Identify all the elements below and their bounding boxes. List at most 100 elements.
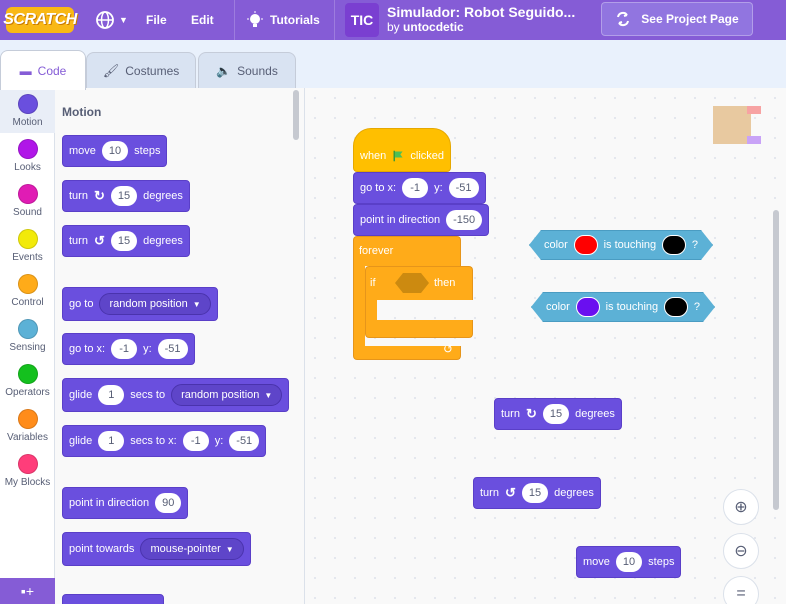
loop-arrow-icon: ↺	[443, 342, 454, 356]
degrees-input[interactable]: 15	[521, 483, 549, 503]
go-to-block[interactable]: go to random position ▼	[62, 287, 218, 321]
sprite-thumbnail-icon	[713, 106, 761, 144]
workspace-scrollbar[interactable]	[773, 210, 779, 510]
chevron-down-icon: ▼	[225, 544, 234, 554]
tutorials-button[interactable]: Tutorials	[246, 0, 320, 40]
glide-block[interactable]: glide 1 secs to random position▼	[62, 378, 290, 412]
motion-dot-icon	[17, 94, 38, 114]
category-my-blocks[interactable]: My Blocks	[0, 448, 55, 493]
partial-block[interactable]	[62, 594, 164, 604]
when-flag-clicked-block[interactable]: when clicked	[353, 128, 451, 172]
zoom-out-button[interactable]: ⊖	[723, 533, 759, 569]
code-icon: ▬	[19, 63, 32, 78]
control-dot-icon	[17, 274, 38, 294]
category-label: Sound	[13, 207, 42, 218]
block-text: go to	[69, 298, 94, 310]
dropdown-value: mouse-pointer	[150, 543, 221, 555]
go-to-dropdown[interactable]: random position ▼	[99, 293, 211, 315]
y-input[interactable]: -51	[448, 178, 479, 198]
degrees-input[interactable]: 15	[542, 404, 570, 424]
block-text: y:	[143, 343, 152, 355]
category-menu: Motion Looks Sound Events Control Sensin…	[0, 88, 55, 604]
category-looks[interactable]: Looks	[0, 133, 55, 178]
zoom-in-button[interactable]: ⊕	[723, 489, 759, 525]
tutorials-label: Tutorials	[270, 13, 320, 27]
degrees-input[interactable]: 15	[110, 231, 138, 251]
category-label: Operators	[5, 387, 50, 398]
category-variables[interactable]: Variables	[0, 403, 55, 448]
x-input[interactable]: -1	[111, 339, 138, 359]
turn-right-block[interactable]: turn ↻ 15 degrees	[494, 398, 622, 430]
edit-menu[interactable]: Edit	[191, 13, 214, 27]
towards-dropdown[interactable]: mouse-pointer ▼	[140, 538, 244, 560]
category-sound[interactable]: Sound	[0, 178, 55, 223]
see-project-label: See Project Page	[641, 12, 739, 26]
chevron-down-icon: ▼	[119, 15, 128, 25]
direction-input[interactable]: -150	[446, 210, 483, 230]
block-text: color	[544, 239, 568, 251]
color-swatch-red[interactable]	[574, 235, 598, 255]
add-extension-icon: ▪+	[20, 583, 35, 599]
zoom-reset-button[interactable]: =	[723, 576, 759, 604]
y-input[interactable]: -51	[157, 339, 188, 359]
category-events[interactable]: Events	[0, 223, 55, 268]
x-input[interactable]: -1	[402, 178, 429, 198]
turn-left-block[interactable]: turn ↺ 15 degrees	[473, 477, 601, 509]
color-swatch-black[interactable]	[662, 235, 686, 255]
category-operators[interactable]: Operators	[0, 358, 55, 403]
point-in-direction-block[interactable]: point in direction 90	[62, 487, 189, 519]
glide-xy-block[interactable]: glide 1 secs to x: -1 y: -51	[62, 425, 267, 457]
block-palette: Motion move 10 steps turn ↻ 15 degrees t…	[55, 88, 305, 604]
empty-boolean-slot-icon[interactable]	[395, 273, 429, 293]
point-in-direction-block[interactable]: point in direction -150	[353, 204, 490, 236]
language-menu[interactable]: ▼	[95, 0, 128, 40]
color-swatch-black[interactable]	[664, 297, 688, 317]
color-touching-color-block[interactable]: color is touching ?	[531, 292, 715, 322]
go-to-xy-block[interactable]: go to x: -1 y: -51	[62, 333, 195, 365]
tab-costumes[interactable]: 🖌 Costumes	[86, 52, 196, 88]
y-input[interactable]: -51	[229, 431, 260, 451]
category-control[interactable]: Control	[0, 268, 55, 313]
tab-code-label: Code	[37, 63, 67, 78]
file-menu[interactable]: File	[146, 13, 167, 27]
see-project-page-button[interactable]: See Project Page	[601, 2, 753, 36]
category-motion[interactable]: Motion	[0, 88, 55, 133]
tab-costumes-label: Costumes	[125, 63, 180, 78]
color-touching-color-block[interactable]: color is touching ?	[529, 230, 713, 260]
turn-left-block[interactable]: turn ↺ 15 degrees	[62, 225, 190, 257]
move-steps-block[interactable]: move 10 steps	[576, 546, 682, 578]
secs-input[interactable]: 1	[98, 385, 125, 405]
block-text: glide	[69, 389, 93, 401]
direction-input[interactable]: 90	[155, 493, 182, 513]
forever-block[interactable]: forever ↺ if then	[353, 236, 473, 360]
go-to-xy-block[interactable]: go to x: -1 y: -51	[353, 172, 486, 204]
move-steps-block[interactable]: move 10 steps	[62, 135, 168, 167]
tab-code[interactable]: ▬ Code	[0, 50, 86, 90]
events-dot-icon	[17, 229, 38, 249]
project-title[interactable]: Simulador: Robot Seguido...	[387, 4, 576, 20]
rotate-right-icon: ↻	[525, 406, 537, 421]
glide-dropdown[interactable]: random position▼	[171, 384, 283, 406]
if-then-block[interactable]: if then	[365, 266, 473, 338]
degrees-input[interactable]: 15	[110, 186, 138, 206]
color-swatch-purple[interactable]	[576, 297, 600, 317]
turn-right-block[interactable]: turn ↻ 15 degrees	[62, 180, 190, 212]
palette-scrollbar[interactable]	[293, 90, 299, 140]
dropdown-value: random position	[109, 298, 188, 310]
steps-input[interactable]: 10	[101, 141, 129, 161]
category-sensing[interactable]: Sensing	[0, 313, 55, 358]
add-extension-button[interactable]: ▪+	[0, 578, 55, 604]
block-text: point towards	[69, 543, 135, 555]
steps-input[interactable]: 10	[615, 552, 643, 572]
x-input[interactable]: -1	[182, 431, 209, 451]
point-towards-block[interactable]: point towards mouse-pointer ▼	[62, 532, 251, 566]
swap-arrows-icon	[617, 11, 630, 27]
secs-input[interactable]: 1	[98, 431, 125, 451]
tab-sounds[interactable]: 🔈 Sounds	[198, 52, 296, 88]
code-workspace[interactable]: when clicked go to x: -1 y: -51 point in…	[305, 88, 786, 604]
scratch-logo[interactable]: SCRATCH	[3, 7, 77, 33]
block-text: y:	[214, 435, 224, 447]
block-text: ?	[693, 301, 700, 313]
chevron-down-icon: ▼	[192, 299, 201, 309]
author-link[interactable]: untocdetic	[403, 20, 464, 34]
